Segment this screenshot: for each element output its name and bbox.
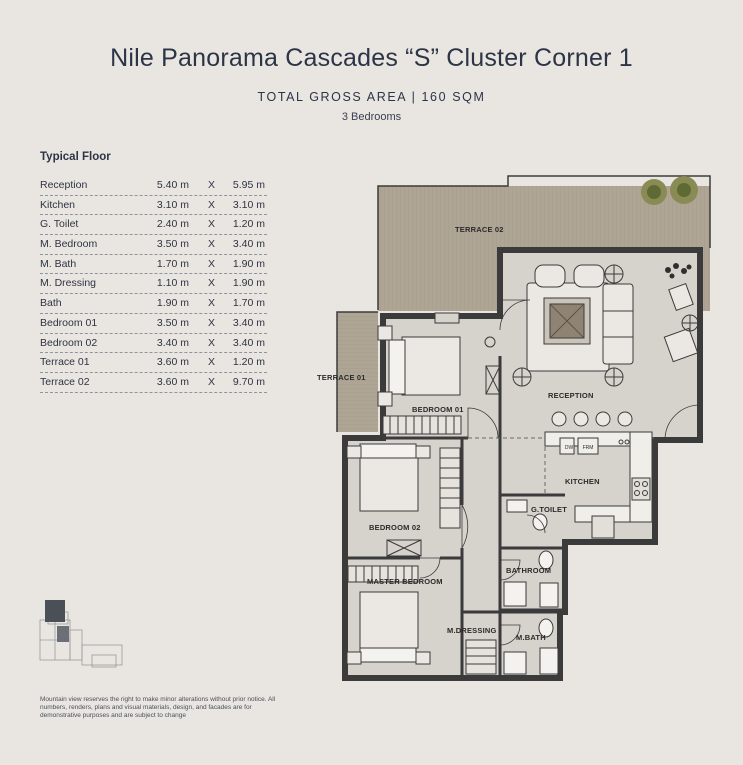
room-name: Bedroom 02 [40,336,98,349]
room-width: 2.40 m [156,218,189,231]
door-swings [419,299,701,646]
room-length: 3.40 m [232,316,265,329]
label-g-toilet: G.TOILET [531,505,567,514]
room-width: 3.50 m [156,316,189,329]
label-m-dressing: M.DRESSING [447,626,497,635]
room-name: Reception [40,179,88,191]
label-reception: RECEPTION [548,391,594,400]
kitchen-counter [544,431,653,539]
room-width: 3.40 m [156,336,189,349]
room-name: M. Bath [40,257,77,270]
dimension-separator: X [208,316,216,329]
room-name: Terrace 02 [40,375,90,388]
table-row: Kitchen 3.10 m X 3.10 m [40,196,267,216]
fridge-label: FRM [583,445,594,451]
label-terrace-02: TERRACE 02 [455,225,504,234]
table-row: Bedroom 02 3.40 m X 3.40 m [40,334,267,354]
table-row: G. Toilet 2.40 m X 1.20 m [40,215,267,236]
wardrobe [382,336,501,435]
room-name: G. Toilet [40,218,79,231]
room-width: 3.60 m [156,356,189,369]
disclaimer: Mountain view reserves the right to make… [40,696,276,720]
bed-icon [377,312,461,407]
table-row: M. Bedroom 3.50 m X 3.40 m [40,235,267,255]
table-row: Terrace 02 3.60 m X 9.70 m [40,373,267,393]
room-width: 5.40 m [156,179,189,191]
dimension-separator: X [208,179,216,191]
room-name: Kitchen [40,198,76,211]
room-length: 3.40 m [232,238,265,251]
label-m-bath: M.BATH [516,633,546,642]
plant-icon [665,263,692,279]
dimension-separator: X [208,297,216,310]
room-length: 9.70 m [232,375,265,388]
room-length: 1.90 m [232,277,265,290]
bed-icon [346,443,431,512]
total-area: TOTAL GROSS AREA | 160 SQM [257,90,486,104]
table-row: Terrace 01 3.60 m X 1.20 m [40,353,267,373]
room-width: 3.10 m [156,198,189,211]
room-name: Terrace 01 [40,356,90,369]
dimension-separator: X [208,238,216,251]
planter-icon [641,176,698,205]
label-kitchen: KITCHEN [565,477,600,486]
interior-walls [345,250,565,678]
room-length: 1.20 m [232,218,265,231]
table-heading: Typical Floor [40,151,111,163]
room-name: M. Bedroom [40,238,98,251]
table-row: M. Dressing 1.10 m X 1.90 m [40,274,267,295]
table-row: Bath 1.90 m X 1.70 m [40,294,267,314]
room-width: 1.70 m [156,257,189,270]
dimension-separator: X [208,218,216,231]
dimension-separator: X [208,375,216,388]
dimension-separator: X [208,356,216,369]
wardrobe [386,447,461,557]
room-width: 1.90 m [156,297,189,310]
table-row: Bedroom 01 3.50 m X 3.40 m [40,314,267,334]
bedroom-count: 3 Bedrooms [341,111,402,123]
room-length: 1.20 m [232,356,265,369]
room-length: 3.40 m [232,336,265,349]
page-title: Nile Panorama Cascades “S” Cluster Corne… [110,44,633,72]
room-dimensions-table: Reception 5.40 m X 5.95 m Kitchen 3.10 m X 3.10… [40,176,267,393]
terrace-01-outline [336,311,378,432]
dimension-separator: X [208,277,216,290]
label-terrace-01: TERRACE 01 [317,373,366,382]
table-row: M. Bath 1.70 m X 1.90 m [40,255,267,275]
room-width: 1.10 m [156,277,189,290]
table-row: Reception 5.40 m X 5.95 m [40,176,267,196]
label-master-bedroom: MASTER BEDROOM [367,577,443,586]
room-name: M. Dressing [40,277,97,290]
room-length: 1.70 m [232,297,265,310]
label-bedroom-01: BEDROOM 01 [412,405,464,414]
room-name: Bedroom 01 [40,316,98,329]
dishwasher-label: DW [565,445,574,451]
label-bedroom-02: BEDROOM 02 [369,523,421,532]
terrace-02-outline [377,175,711,310]
room-length: 5.95 m [232,179,265,191]
bed-icon [346,591,431,665]
room-name: Bath [40,297,62,310]
lamp-icon [512,264,699,387]
dimension-separator: X [208,257,216,270]
dimension-separator: X [208,198,216,211]
room-length: 3.10 m [232,198,265,211]
wardrobe [347,565,497,675]
terrace-01-deck [337,312,378,432]
dimension-separator: X [208,336,216,349]
sofa-set [526,264,699,372]
stove-icon [618,439,648,496]
room-width: 3.50 m [156,238,189,251]
bar-stool-icon [551,411,633,427]
room-length: 1.90 m [232,257,265,270]
label-bathroom: BATHROOM [506,566,551,575]
room-width: 3.60 m [156,375,189,388]
